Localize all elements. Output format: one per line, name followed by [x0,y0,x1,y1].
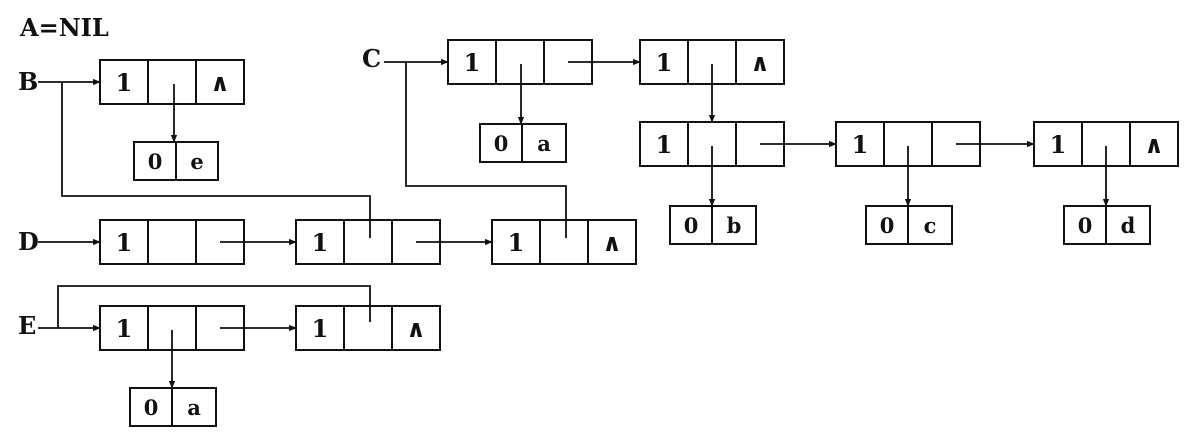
atom-value: d [1121,213,1136,238]
null-tail-symbol: ∧ [406,314,426,343]
label-c: C [362,44,381,73]
atom-value: e [190,149,203,174]
atom-tag: 0 [494,131,509,156]
atom-tag: 0 [1078,213,1093,238]
node-tag: 1 [852,130,869,159]
node-tag: 1 [116,314,133,343]
title-a-nil: A=NIL [19,13,109,42]
list-node-b1: 1 ∧ [99,59,245,105]
atom-value: b [727,213,742,238]
node-tag: 1 [116,228,133,257]
connector-d3-to-c [405,62,567,238]
list-node-d3: 1 ∧ [491,219,637,265]
null-tail-symbol: ∧ [602,228,622,257]
connector-e2-to-e [57,285,371,328]
node-tag: 1 [508,228,525,257]
list-node-e2: 1 ∧ [295,305,441,351]
label-b: B [18,67,38,96]
atom-node-a-e: 0 a [129,387,217,427]
null-tail-symbol: ∧ [1144,130,1164,159]
node-tag: 1 [116,68,133,97]
node-tag: 1 [312,228,329,257]
connector-d2-to-b [61,82,371,238]
atom-tag: 0 [880,213,895,238]
null-tail-symbol: ∧ [750,48,770,77]
atom-node-b: 0 b [669,205,757,245]
atom-node-c: 0 c [865,205,953,245]
node-tag: 1 [1050,130,1067,159]
atom-node-e: 0 e [133,141,219,181]
atom-tag: 0 [144,395,159,420]
node-tag: 1 [656,48,673,77]
atom-node-d: 0 d [1063,205,1151,245]
atom-value: c [924,213,937,238]
label-d: D [18,227,39,256]
label-e: E [18,311,36,340]
atom-tag: 0 [684,213,699,238]
atom-tag: 0 [148,149,163,174]
node-tag: 1 [656,130,673,159]
atom-value: a [187,395,201,420]
atom-node-a-c: 0 a [479,123,567,163]
null-tail-symbol: ∧ [210,68,230,97]
node-tag: 1 [464,48,481,77]
node-tag: 1 [312,314,329,343]
atom-value: a [537,131,551,156]
